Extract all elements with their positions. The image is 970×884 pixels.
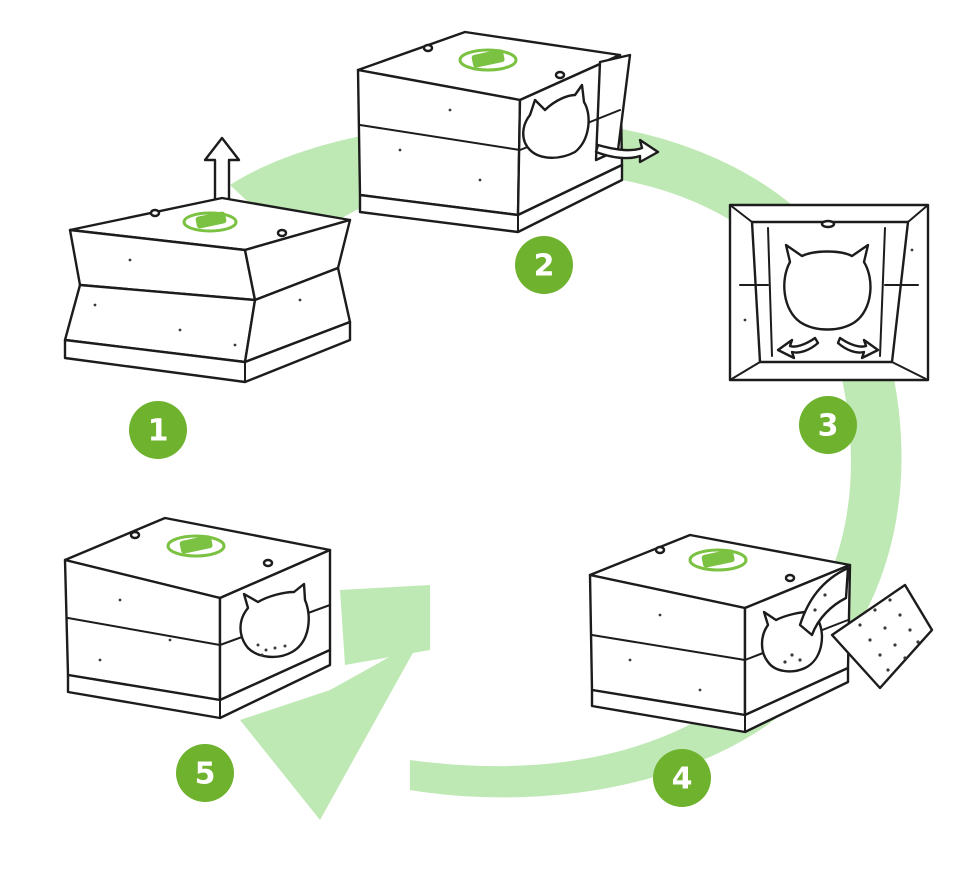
step-badge-2: 2	[515, 236, 573, 294]
badge-circle	[799, 396, 857, 454]
lift-arrow-icon	[203, 136, 241, 202]
step-number: 5	[195, 757, 216, 792]
cycle-arrow	[230, 119, 902, 820]
litter-bag-icon	[830, 583, 934, 690]
step-number: 1	[148, 414, 169, 449]
step5-cat-opening	[239, 582, 310, 659]
step4-logo	[688, 548, 748, 572]
cycle-arrow-band	[230, 119, 902, 798]
badge-circle	[176, 744, 234, 802]
cycle-arrow-head	[240, 640, 420, 820]
step-badge-5: 5	[176, 744, 234, 802]
pull-out-arrow-icon	[594, 138, 660, 164]
step-badge-4: 4	[653, 749, 711, 807]
step-1-illustration	[63, 136, 352, 384]
step-3-illustration	[728, 203, 930, 382]
step-badge-3: 3	[799, 396, 857, 454]
step-number: 4	[672, 762, 693, 797]
step-4-illustration	[588, 533, 934, 734]
cycle-arrow-tail	[340, 585, 430, 665]
step3-cat-opening	[783, 243, 872, 331]
step-5-illustration	[63, 516, 332, 720]
litter-dots	[783, 593, 920, 672]
step1-logo	[182, 211, 238, 233]
step3-left-arrow-icon	[776, 336, 820, 360]
step-badge-1: 1	[129, 401, 187, 459]
step-number: 3	[818, 409, 839, 444]
step2-cat-opening	[522, 83, 590, 159]
badge-circle	[129, 401, 187, 459]
step3-right-arrow-icon	[836, 336, 880, 360]
step-2-illustration	[356, 30, 660, 234]
step5-logo	[166, 534, 226, 558]
badge-circle	[653, 749, 711, 807]
badge-circle	[515, 236, 573, 294]
step2-logo	[458, 48, 518, 72]
step-number: 2	[534, 249, 555, 284]
